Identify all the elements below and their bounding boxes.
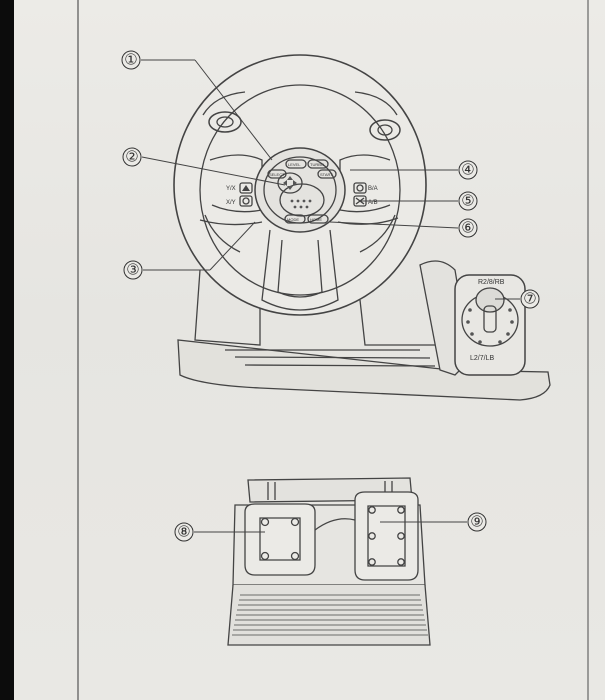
callout-5 — [458, 191, 478, 211]
shifter-bottom-label: L2/7/LB — [470, 355, 494, 362]
hub-button-label: MODE — [287, 217, 299, 222]
callout-4 — [458, 160, 478, 180]
callout-3 — [123, 260, 143, 280]
callout-number: ⑦ — [523, 291, 536, 308]
hub-button-label: SELECT — [269, 172, 285, 177]
shifter-top-label: R2/8/RB — [478, 279, 505, 286]
leader-lines — [141, 59, 520, 533]
button-label-ab: A/B — [368, 200, 378, 206]
hub-button-label: LEVEL — [288, 162, 301, 167]
callout-number: ③ — [126, 262, 139, 279]
callout-6 — [458, 218, 478, 238]
callout-number: ⑧ — [177, 524, 190, 541]
callout-markers — [121, 50, 540, 542]
steering-wheel-illustration — [173, 54, 551, 401]
callout-number: ① — [124, 52, 137, 69]
callout-number: ② — [125, 149, 138, 166]
callout-9 — [467, 512, 487, 532]
callout-8 — [174, 522, 194, 542]
hub-button-label: TURBO — [310, 162, 324, 167]
callout-number: ⑥ — [461, 220, 474, 237]
button-label-yx: Y/X — [226, 186, 236, 192]
hub-button-label: HOME — [310, 217, 322, 222]
hub-button-label: START — [320, 172, 333, 177]
callout-2 — [122, 147, 142, 167]
callout-7 — [520, 289, 540, 309]
callout-number: ⑨ — [470, 514, 483, 531]
callout-number: ⑤ — [461, 193, 474, 210]
button-label-xy: X/Y — [226, 200, 236, 206]
button-label-ba: B/A — [368, 186, 378, 192]
gear-shifter-illustration — [419, 260, 526, 376]
callout-1 — [121, 50, 141, 70]
callout-number: ④ — [461, 162, 474, 179]
pedals-illustration — [227, 477, 431, 646]
